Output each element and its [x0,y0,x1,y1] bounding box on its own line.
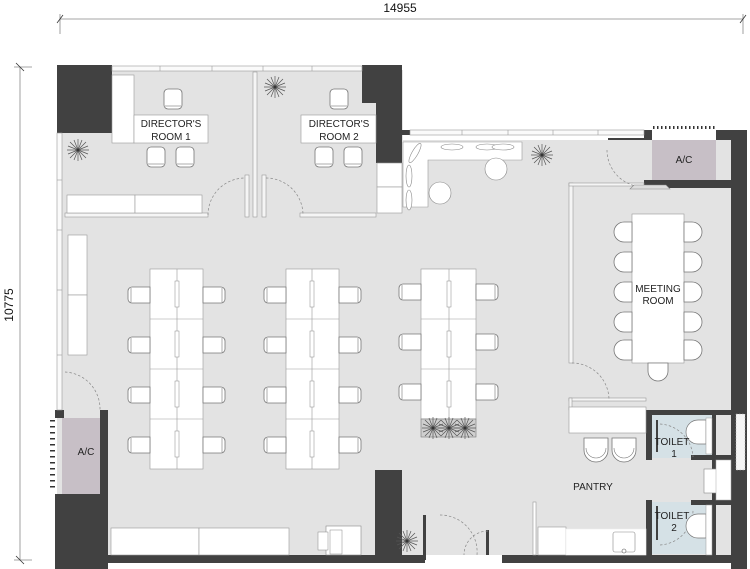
vent-grille-right [735,413,746,471]
meeting-room-label-2: ROOM [642,296,673,307]
toilet-1-label: TOILET [655,437,690,448]
workstation-cluster-1 [127,268,226,470]
side-table [428,181,452,205]
visitor-chair [343,146,363,168]
director-chair [329,88,349,110]
toilet-2-label: TOILET [655,511,690,522]
plant-icon [530,143,554,167]
door-swings [64,149,694,556]
cabinet [376,162,403,188]
pantry: PANTRY [532,406,647,556]
tv-screen [629,184,671,190]
dimension-width: 14955 [56,1,747,34]
bar-stool [611,437,637,463]
directors-room-1: DIRECTOR'S ROOM 1 [66,74,209,214]
dimension-height: 10775 [2,62,32,565]
cabinet [198,527,290,556]
ac-vent-top [652,125,716,129]
visitor-chair [175,146,195,168]
visitor-chair [146,146,166,168]
plant-icon [66,138,90,162]
cabinet [66,194,136,214]
director-chair [163,88,183,110]
ac-left-label: A/C [78,447,95,458]
meeting-room: MEETING ROOM [613,213,703,382]
cabinet [110,527,200,556]
toilet-1: TOILET 1 [655,417,713,460]
meeting-room-label: MEETING [635,284,681,295]
side-table [484,157,508,181]
fridge [537,526,567,556]
workstation-cluster-2 [263,268,362,470]
toilet-bowl [685,419,707,445]
toilet-bowl [685,513,707,539]
washbasin [703,459,732,501]
cabinet [134,194,203,214]
cabinet [67,294,88,356]
toilet-2: TOILET 2 [655,504,713,556]
director-desk [133,114,209,144]
credenza [111,74,135,144]
ac-top-label: A/C [676,155,693,166]
plant-icon [453,416,477,440]
windows [56,65,645,411]
partitions [64,71,647,411]
lounge-sofa [402,141,554,211]
pantry-label: PANTRY [573,482,613,493]
visitor-chair [314,146,334,168]
height-dimension-label: 10775 [2,288,16,322]
main-entrance [426,555,502,565]
cabinet [67,234,88,296]
directors-room-1-label: DIRECTOR'S [141,119,202,130]
walls [55,65,747,569]
directors-room-2-label-2: ROOM 2 [319,132,359,143]
toilet-2-door [656,506,658,540]
ac-vent-left [50,420,55,488]
director-desk [300,114,377,144]
width-dimension-label: 14955 [383,1,417,15]
ac-room-top: A/C [652,140,716,180]
toilet-1-door [656,420,658,452]
bar-stool [583,437,609,463]
plant-icon [395,529,419,553]
workstation-cluster-3 [398,268,499,440]
ac-room-left: A/C [62,418,100,494]
directors-room-2-label: DIRECTOR'S [309,119,370,130]
toilet-2-label-2: 2 [671,523,677,534]
pantry-counter [568,406,647,434]
cabinet [376,186,403,214]
plant-icon [263,75,287,99]
printer [317,525,362,556]
toilet-1-label-2: 1 [671,449,677,460]
directors-room-2: DIRECTOR'S ROOM 2 [263,75,403,214]
directors-room-1-label-2: ROOM 1 [151,132,191,143]
door-leaf [608,138,644,140]
